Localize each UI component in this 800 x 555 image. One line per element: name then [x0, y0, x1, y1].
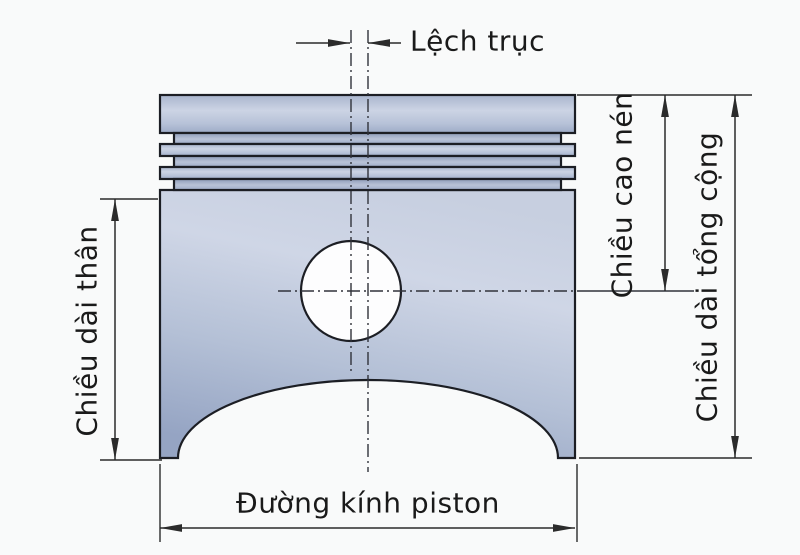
pin-offset-label: Lệch trục — [410, 25, 545, 58]
labels: Lệch trục Chiều dài thân Chiều cao nén C… — [71, 25, 724, 520]
center-lines — [278, 30, 694, 472]
piston-diameter-label: Đường kính piston — [236, 487, 500, 520]
dimension-lines — [111, 39, 739, 532]
total-length-label: Chiều dài tổng cộng — [691, 132, 724, 423]
compression-height-label: Chiều cao nén — [606, 92, 639, 299]
skirt-length-label: Chiều dài thân — [71, 225, 104, 436]
